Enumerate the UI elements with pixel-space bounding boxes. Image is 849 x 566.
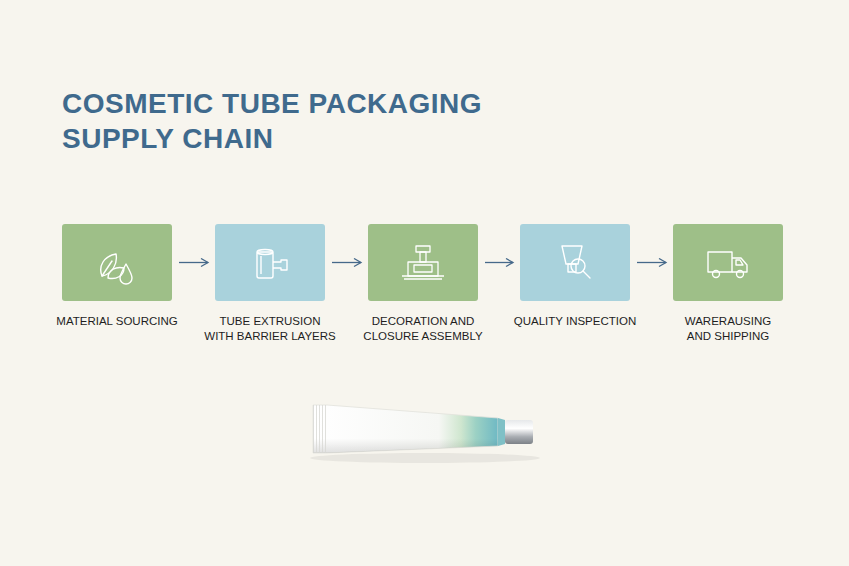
step-label: MATERIAL SOURCING	[43, 314, 191, 329]
process-box: TUBE EXTRUSION WITH BARRIER LAYERS	[215, 224, 325, 301]
step-label: DECORATION AND CLOSURE ASSEMBLY	[349, 314, 497, 344]
step-label: QUALITY INSPECTION	[501, 314, 649, 329]
step-icon	[368, 224, 478, 301]
flow-arrow	[332, 262, 361, 263]
step-icon	[520, 224, 630, 301]
step-icon	[215, 224, 325, 301]
step-icon	[62, 224, 172, 301]
step-label: TUBE EXTRUSION WITH BARRIER LAYERS	[196, 314, 344, 344]
flow-arrow	[485, 262, 513, 263]
flow-arrow	[179, 262, 208, 263]
process-box: QUALITY INSPECTION	[520, 224, 630, 301]
process-box: DECORATION AND CLOSURE ASSEMBLY	[368, 224, 478, 301]
step-icon	[673, 224, 783, 301]
process-box: MATERIAL SOURCING	[62, 224, 172, 301]
diagram-title: COSMETIC TUBE PACKAGING SUPPLY CHAIN	[62, 86, 582, 156]
process-box: WARERAUSING AND SHIPPING	[673, 224, 783, 301]
step-label: WARERAUSING AND SHIPPING	[654, 314, 802, 344]
flow-arrow	[637, 262, 666, 263]
